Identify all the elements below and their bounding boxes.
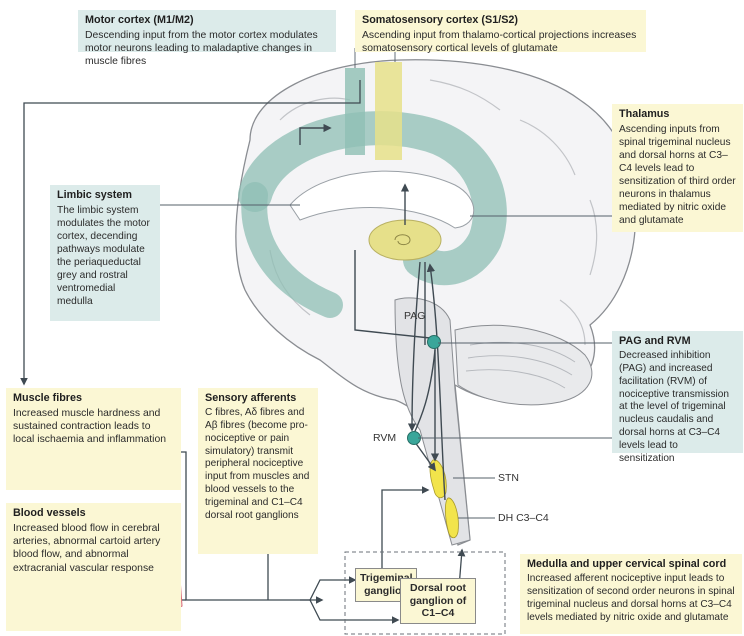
blood-vessels-title: Blood vessels: [13, 507, 174, 521]
sensory-afferents-box: Sensory afferents C fibres, Aδ fibres an…: [198, 388, 318, 554]
thalamus-box: Thalamus Ascending inputs from spinal tr…: [612, 104, 743, 232]
muscle-fibres-title: Muscle fibres: [13, 392, 174, 406]
pag-label: PAG: [404, 310, 425, 322]
pag-rvm-box: PAG and RVM Decreased inhibition (PAG) a…: [612, 331, 743, 453]
thalamus-shape: [369, 220, 441, 260]
somatosensory-cortex-text: Ascending input from thalamo-cortical pr…: [362, 29, 639, 56]
limbic-system-box: Limbic system The limbic system modulate…: [50, 185, 160, 321]
pag-node: [428, 336, 441, 349]
medulla-box: Medulla and upper cervical spinal cord I…: [520, 554, 742, 634]
thalamus-title: Thalamus: [619, 108, 736, 122]
blood-vessels-box: Blood vessels Increased blood flow in ce…: [6, 503, 181, 631]
limbic-system-text: The limbic system modulates the motor co…: [57, 204, 153, 308]
pag-rvm-text: Decreased inhibition (PAG) and increased…: [619, 350, 736, 466]
dorsal-root-ganglion-box: Dorsal root ganglion of C1–C4: [400, 578, 476, 624]
muscle-fibres-text: Increased muscle hardness and sustained …: [13, 407, 174, 447]
stn-label: STN: [498, 472, 519, 484]
muscle-fibres-box: Muscle fibres Increased muscle hardness …: [6, 388, 181, 490]
rvm-label: RVM: [373, 432, 396, 444]
limbic-system-title: Limbic system: [57, 189, 153, 203]
somatosensory-tract: [375, 62, 402, 160]
motor-cortex-title: Motor cortex (M1/M2): [85, 14, 329, 28]
motor-tract: [345, 68, 365, 155]
somatosensory-cortex-title: Somatosensory cortex (S1/S2): [362, 14, 639, 28]
blood-vessels-text: Increased blood flow in cerebral arterie…: [13, 522, 174, 575]
motor-cortex-box: Motor cortex (M1/M2) Descending input fr…: [78, 10, 336, 52]
sensory-afferents-title: Sensory afferents: [205, 392, 311, 406]
dh-label: DH C3–C4: [498, 512, 549, 524]
thalamus-text: Ascending inputs from spinal trigeminal …: [619, 123, 736, 227]
medulla-text: Increased afferent nociceptive input lea…: [527, 573, 735, 625]
sensory-afferents-text: C fibres, Aδ fibres and Aβ fibres (becom…: [205, 407, 311, 523]
pag-rvm-title: PAG and RVM: [619, 335, 736, 349]
somatosensory-cortex-box: Somatosensory cortex (S1/S2) Ascending i…: [355, 10, 646, 52]
medulla-title: Medulla and upper cervical spinal cord: [527, 558, 735, 572]
motor-cortex-text: Descending input from the motor cortex m…: [85, 29, 329, 69]
